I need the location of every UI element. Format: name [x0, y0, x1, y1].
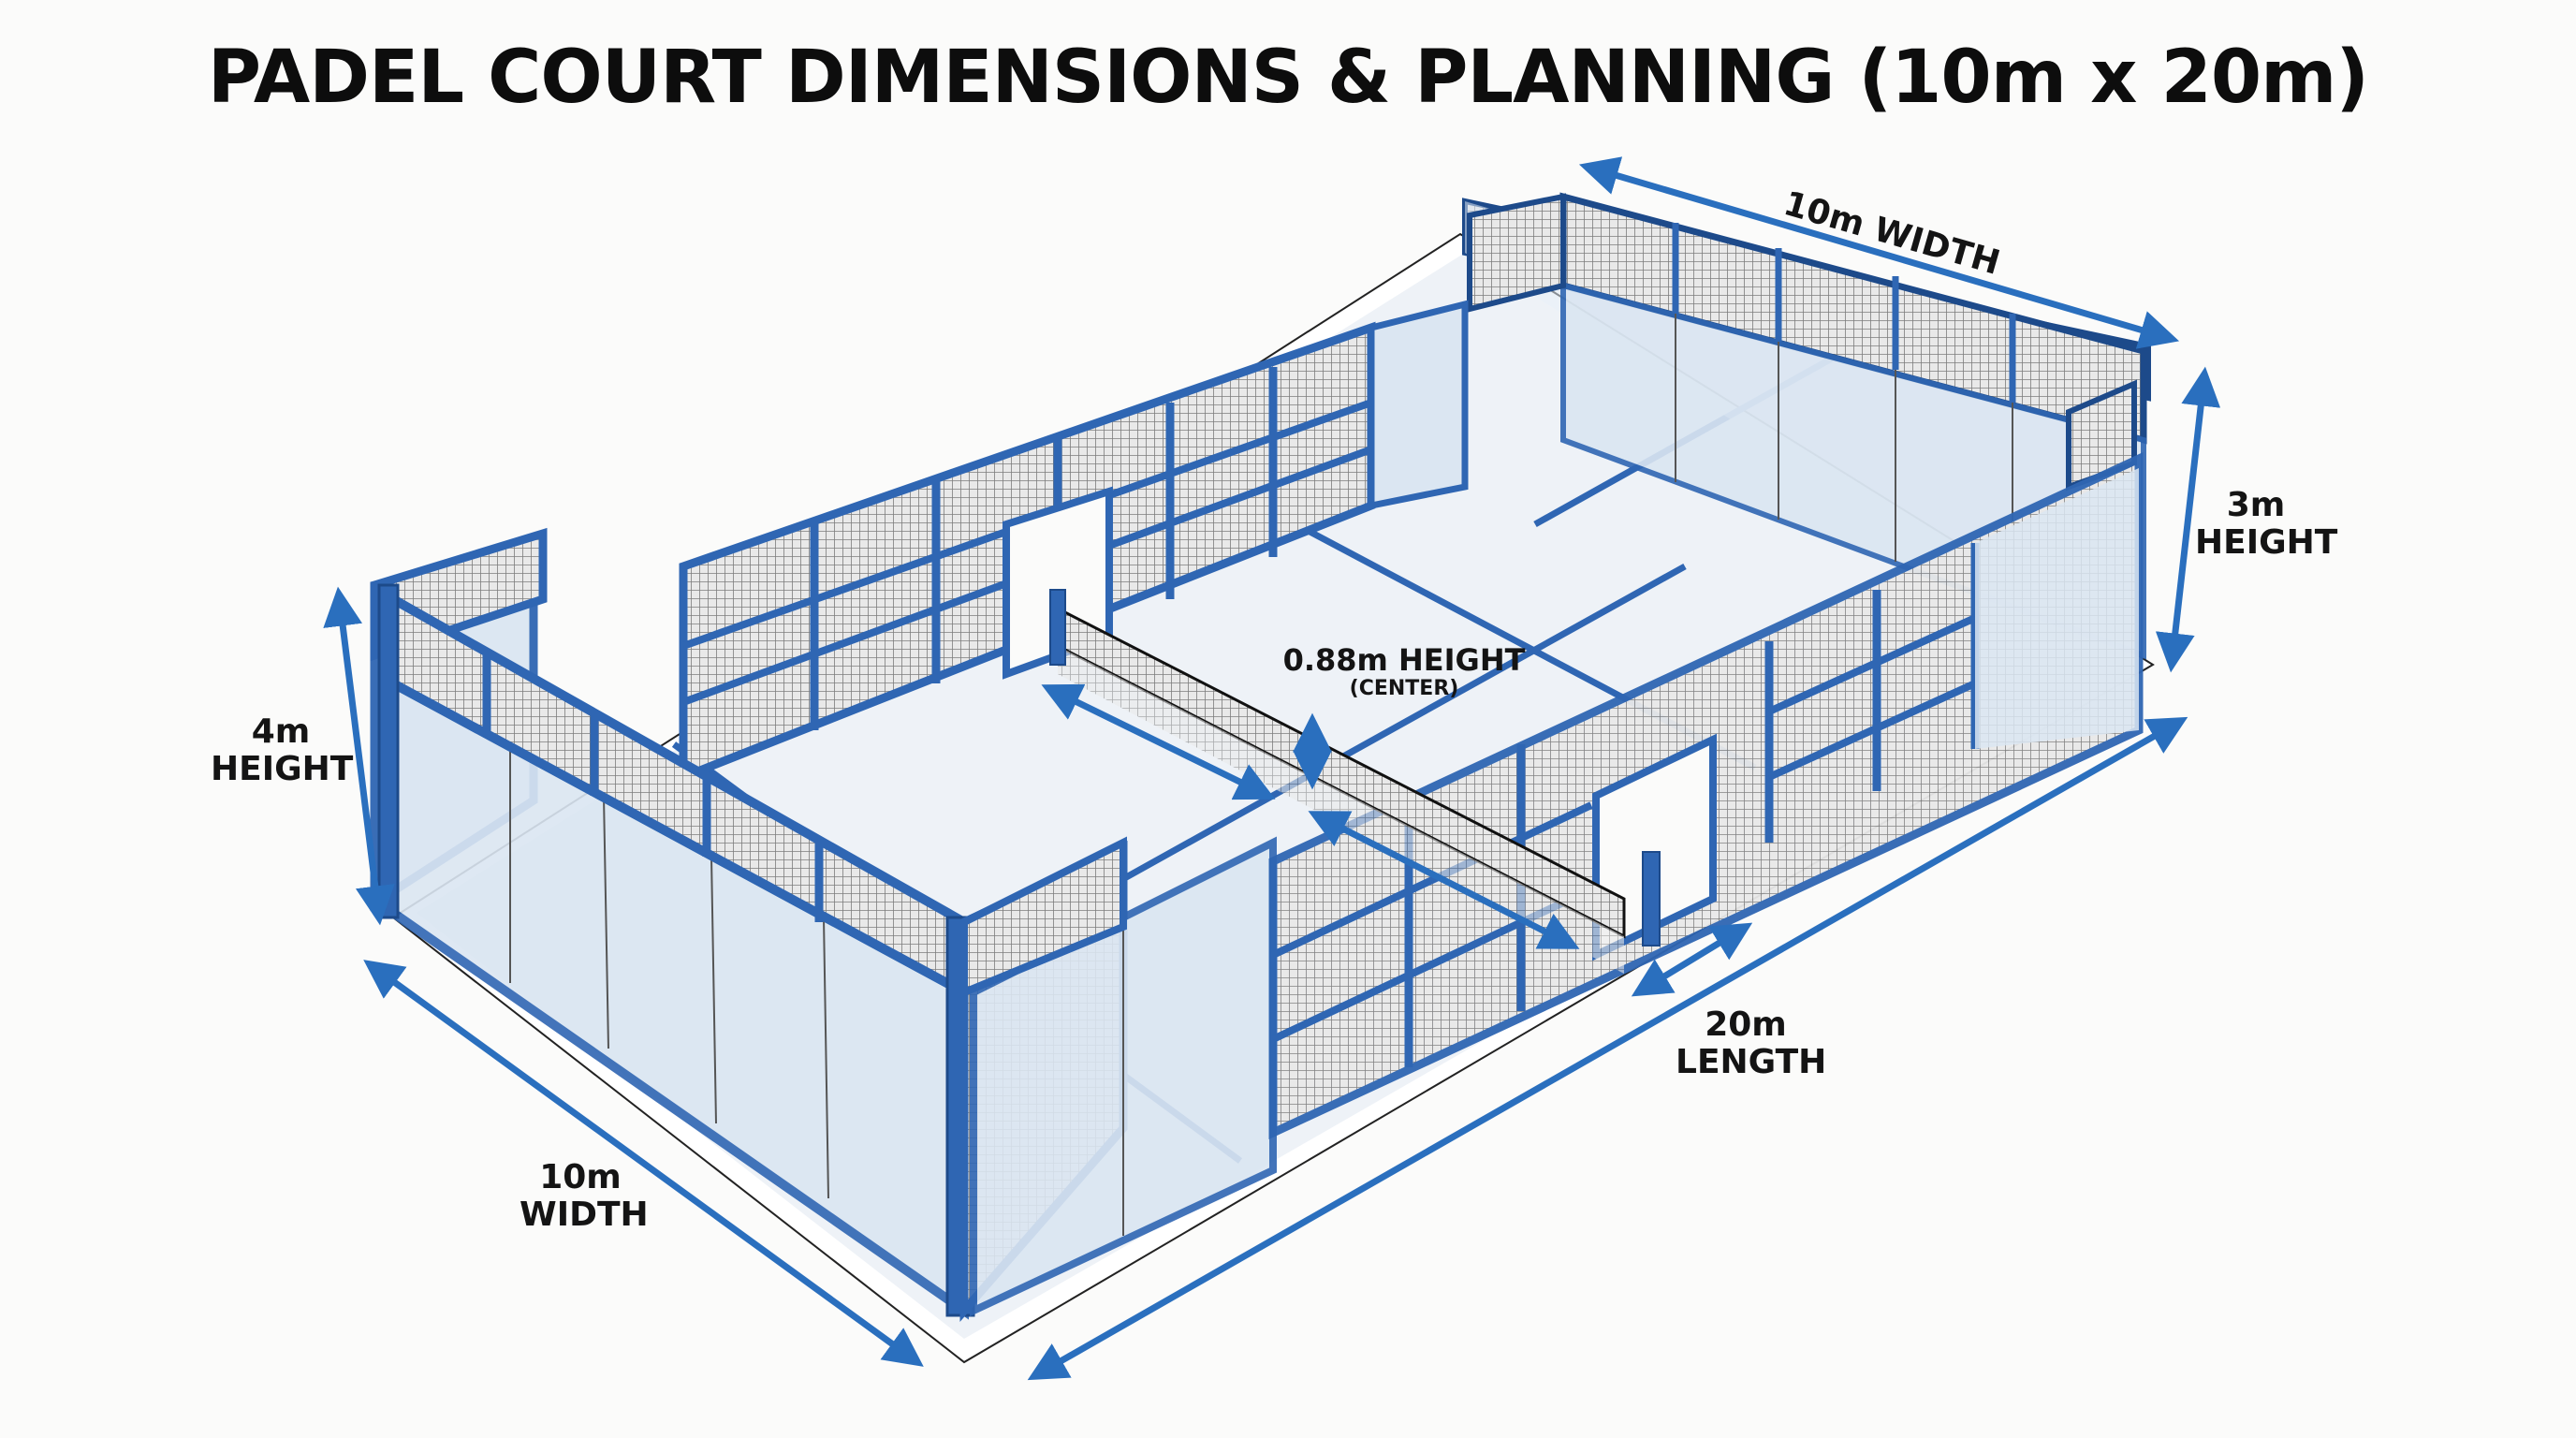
far-side-wall: [679, 300, 1469, 784]
net-post-near: [1642, 851, 1661, 946]
front-end-wall: [959, 836, 1277, 1323]
label-left-height: 4m HEIGHT: [211, 712, 354, 789]
corner-post-left: [377, 583, 400, 919]
net-post-far: [1049, 589, 1066, 666]
label-net-height: 0.88m HEIGHT (CENTER): [1282, 642, 1526, 700]
label-right-height: 3m HEIGHT: [2195, 486, 2338, 563]
arrow-left-height: [323, 586, 395, 926]
arrow-service-depth: [1041, 683, 1276, 800]
dimension-arrows: [323, 156, 2221, 1381]
arrow-top-width: [1578, 156, 2180, 349]
label-length: 20m LENGTH: [1676, 1005, 1827, 1082]
arrow-service-depth-near: [1308, 811, 1580, 949]
arrow-short-length: [1631, 922, 1753, 997]
diagram-title: PADEL COURT DIMENSIONS & PLANNING (10m x…: [207, 36, 2369, 120]
label-front-width: 10m WIDTH: [520, 1158, 649, 1235]
arrow-right-height: [2155, 366, 2221, 673]
arrow-front-width: [363, 960, 924, 1367]
arrow-length: [1027, 716, 2188, 1381]
